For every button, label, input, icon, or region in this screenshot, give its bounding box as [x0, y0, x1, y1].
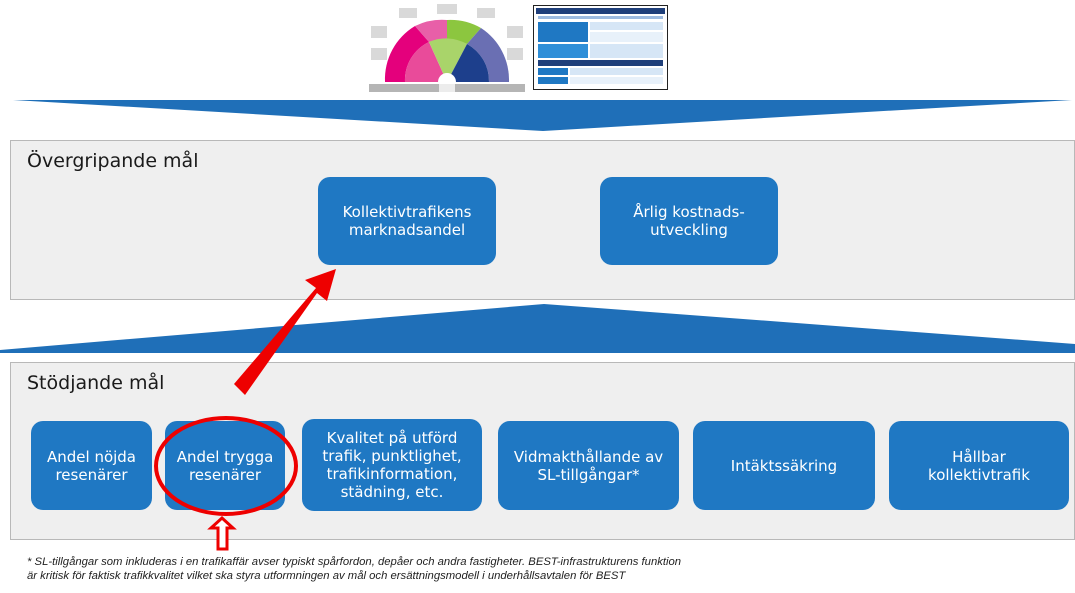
- goal-revenue-assurance: Intäktssäkring: [693, 421, 875, 510]
- overarching-goals-title: Övergripande mål: [27, 150, 199, 172]
- footnote: * SL-tillgångar som inkluderas i en traf…: [27, 556, 682, 582]
- goal-asset-maintenance: Vidmakthållande av SL-tillgångar*: [498, 421, 679, 510]
- wedge-connector: [0, 304, 1075, 353]
- down-chevron-connector: [13, 100, 1072, 131]
- supporting-goals-title: Stödjande mål: [27, 372, 165, 394]
- half-circle-diagram-thumbnail: [369, 4, 525, 92]
- overarching-goals-panel: Övergripande mål: [10, 140, 1075, 300]
- goal-service-quality: Kvalitet på utförd trafik, punktlighet, …: [302, 419, 482, 511]
- table-document-thumbnail: [533, 5, 668, 90]
- goal-satisfied-travellers: Andel nöjda resenärer: [31, 421, 152, 510]
- goal-sustainable-public-transport: Hållbar kollektivtrafik: [889, 421, 1069, 510]
- goal-safe-travellers: Andel trygga resenärer: [165, 421, 285, 510]
- goal-annual-cost-development: Årlig kostnads- utveckling: [600, 177, 778, 265]
- goal-market-share: Kollektivtrafikens marknadsandel: [318, 177, 496, 265]
